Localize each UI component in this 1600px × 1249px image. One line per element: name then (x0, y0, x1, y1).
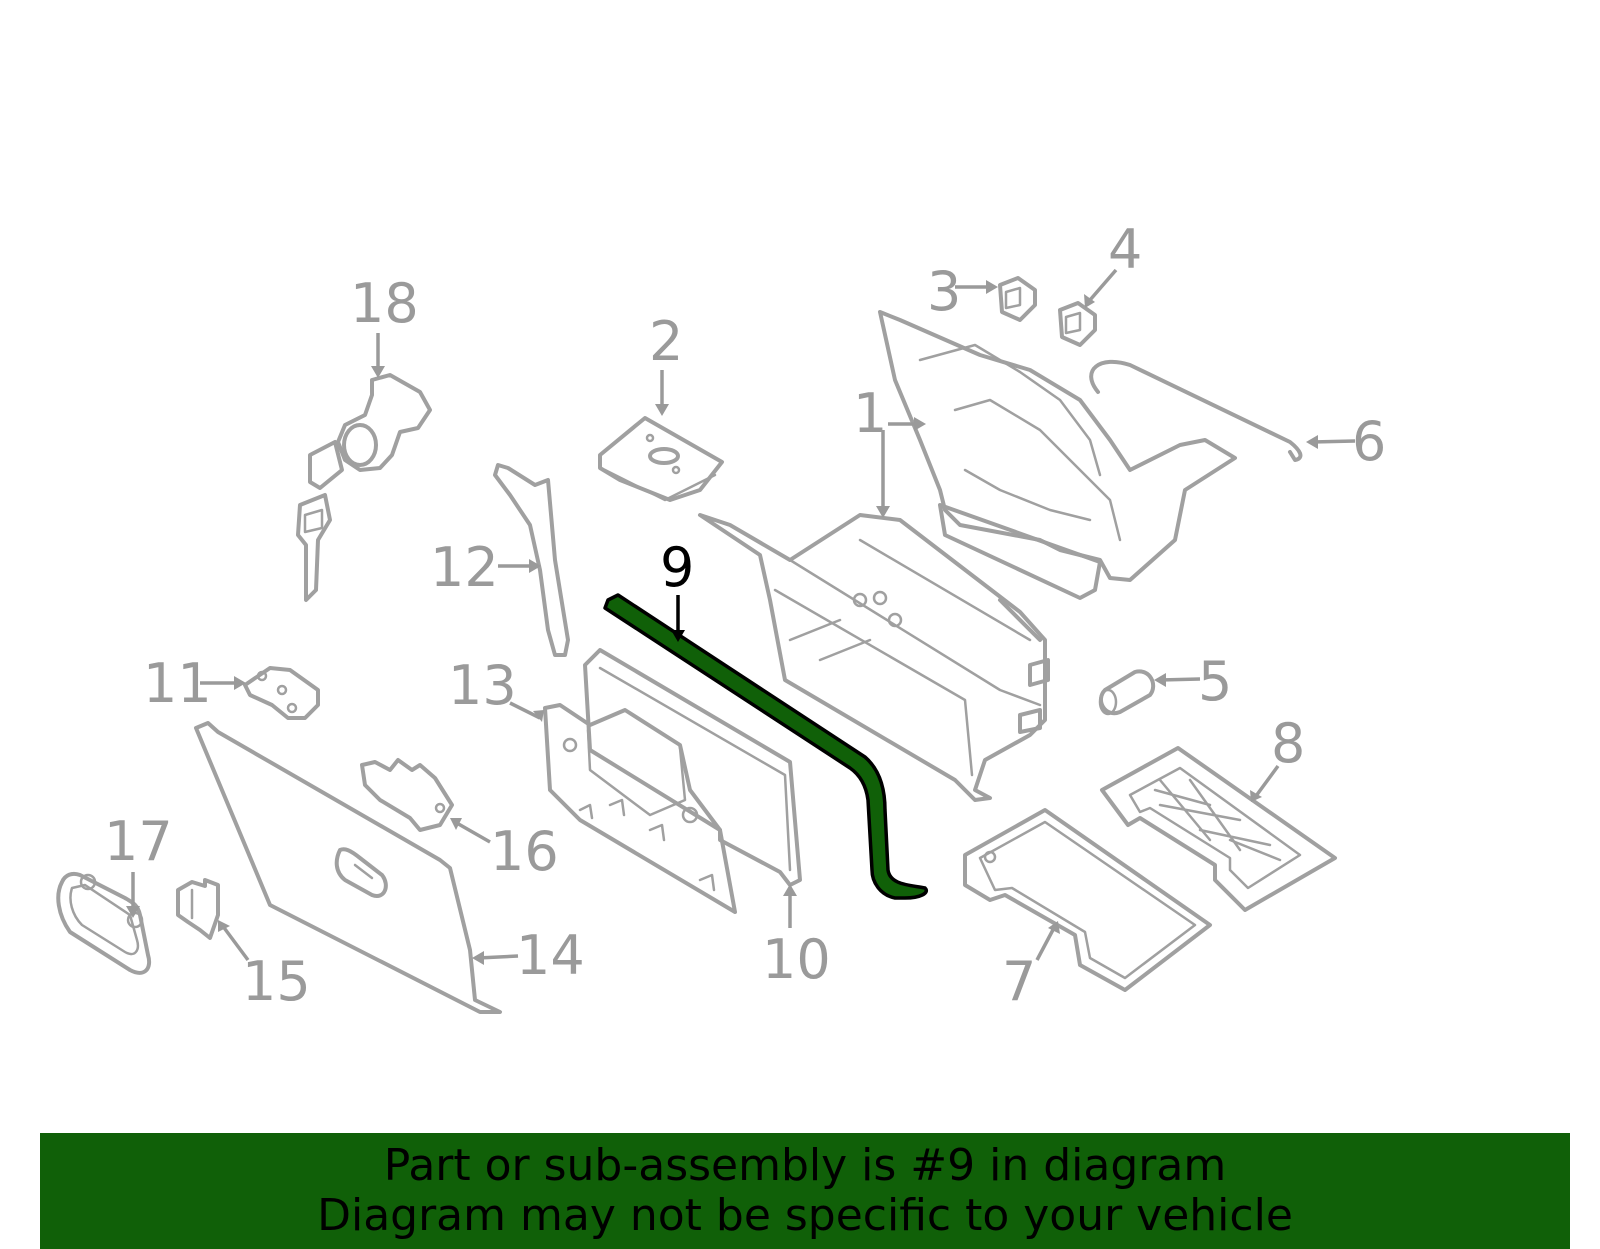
part-8-mat[interactable] (1100, 746, 1337, 912)
banner-line-1: Part or sub-assembly is #9 in diagram (383, 1140, 1227, 1191)
callout-10[interactable]: 10 (762, 928, 831, 991)
part-7-tray[interactable] (963, 808, 1212, 992)
callout-3[interactable]: 3 (927, 260, 961, 323)
callout-9[interactable]: 9 (660, 536, 694, 599)
callout-4[interactable]: 4 (1108, 218, 1142, 281)
callout-5[interactable]: 5 (1198, 650, 1232, 713)
callout-arrows (126, 268, 1356, 965)
part-9-seal-strip[interactable] (603, 593, 928, 900)
part-10-frame[interactable] (583, 648, 802, 887)
parts-diagram: 1 2 3 4 5 6 7 8 9 10 11 12 13 14 15 16 1… (56, 218, 1386, 1014)
callout-11[interactable]: 11 (143, 652, 212, 715)
part-18-lock-cylinder[interactable] (296, 373, 432, 602)
callout-1[interactable]: 1 (853, 382, 887, 445)
part-2-bracket[interactable] (598, 416, 724, 502)
part-4-clip[interactable] (1058, 301, 1097, 347)
banner-line-2: Diagram may not be specific to your vehi… (317, 1190, 1293, 1241)
callout-13[interactable]: 13 (448, 654, 517, 717)
part-1-glove-box-housing[interactable] (698, 310, 1237, 802)
callout-6[interactable]: 6 (1352, 410, 1386, 473)
info-banner: Part or sub-assembly is #9 in diagram Di… (40, 1133, 1570, 1249)
callout-14[interactable]: 14 (516, 924, 585, 987)
callout-labels: 1 2 3 4 5 6 7 8 9 10 11 12 13 14 15 16 1… (104, 218, 1386, 1013)
part-16-latch[interactable] (360, 758, 454, 832)
callout-15[interactable]: 15 (242, 950, 311, 1013)
part-6-rod[interactable] (1089, 359, 1303, 462)
part-14-glove-box-door[interactable] (194, 721, 502, 1014)
part-11-hinge[interactable] (243, 666, 320, 720)
part-13-inner-panel[interactable] (543, 703, 737, 914)
part-15-clip[interactable] (176, 878, 220, 940)
part-5-damper[interactable] (1098, 669, 1156, 716)
callout-16[interactable]: 16 (490, 820, 559, 883)
callout-7[interactable]: 7 (1002, 950, 1036, 1013)
callout-8[interactable]: 8 (1271, 712, 1305, 775)
callout-18[interactable]: 18 (350, 272, 419, 335)
part-12-support[interactable] (493, 463, 570, 657)
callout-12[interactable]: 12 (430, 536, 499, 599)
part-3-clip[interactable] (998, 276, 1037, 322)
part-17-handle-bezel[interactable] (56, 871, 151, 975)
callout-2[interactable]: 2 (649, 310, 683, 373)
callout-17[interactable]: 17 (104, 810, 173, 873)
